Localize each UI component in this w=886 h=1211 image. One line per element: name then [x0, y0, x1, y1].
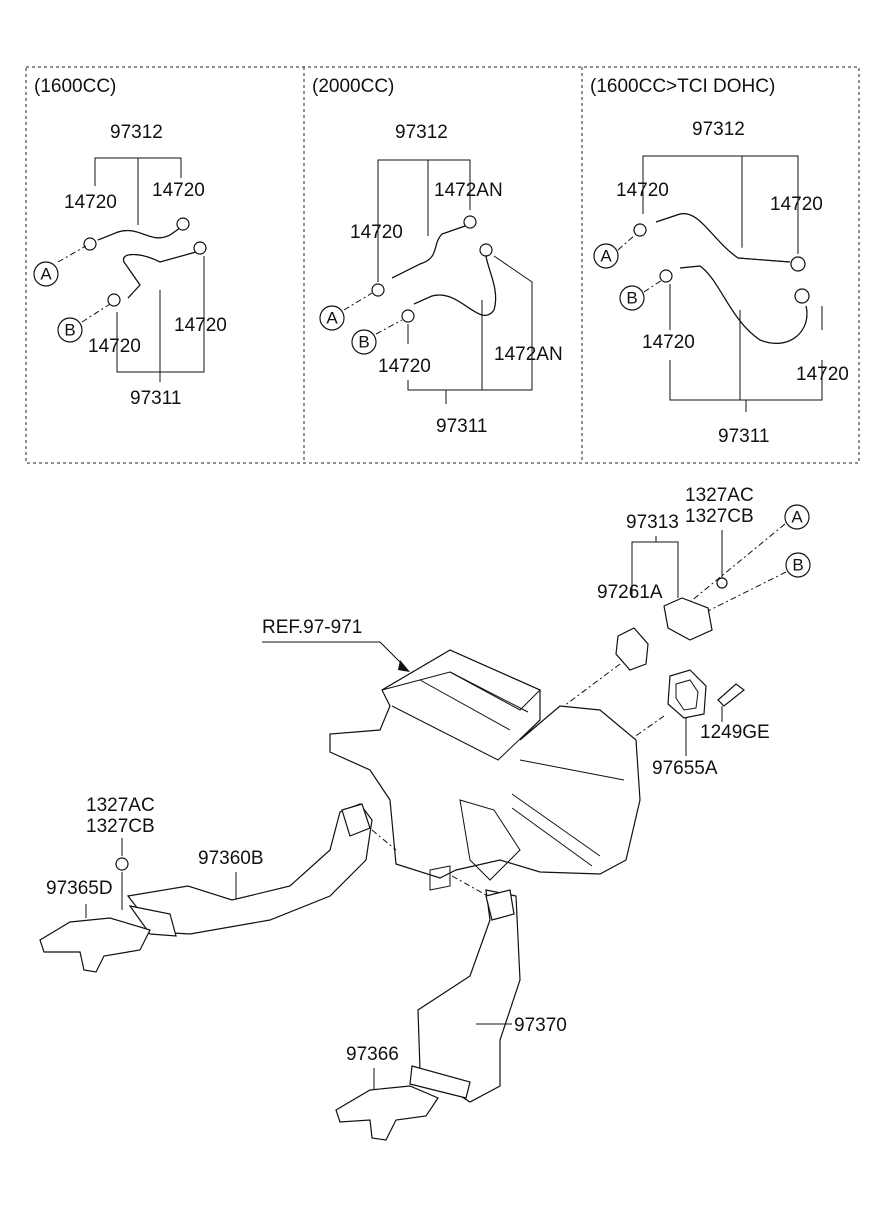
- clamp-icon: [83, 237, 97, 251]
- part-label-1327ac: 1327AC: [86, 795, 155, 816]
- part-label-14720: 14720: [350, 222, 403, 243]
- clamp-icon: [716, 577, 728, 589]
- clamp-icon: [463, 215, 477, 229]
- callout-a-letter: A: [40, 265, 52, 284]
- part-label-97311: 97311: [130, 388, 181, 409]
- ref-label: REF.97-971: [262, 617, 362, 638]
- part-label-97370: 97370: [514, 1015, 567, 1036]
- callout-a: [593, 243, 619, 269]
- part-label-14720: 14720: [174, 315, 227, 336]
- clamp-icon: [479, 243, 493, 257]
- panel-header: (2000CC): [312, 76, 394, 97]
- part-label-97360b: 97360B: [198, 848, 264, 869]
- duct-end-right-icon: [335, 1085, 439, 1141]
- callout-b-letter: B: [358, 333, 369, 352]
- part-label-97312: 97312: [692, 119, 745, 140]
- callout-b-letter: B: [64, 321, 75, 340]
- callout-b: [57, 317, 83, 343]
- part-label-1472an: 1472AN: [434, 180, 503, 201]
- clamp-icon: [176, 217, 190, 231]
- part-label-97655a: 97655A: [652, 758, 718, 779]
- part-label-14720: 14720: [770, 194, 823, 215]
- panel-2000cc: (2000CC) 97312 1472AN 14720 A B 1472AN 1…: [312, 76, 563, 437]
- clamp-icon: [371, 283, 385, 297]
- part-label-14720: 14720: [642, 332, 695, 353]
- part-label-97311: 97311: [718, 426, 769, 447]
- part-label-97261a: 97261A: [597, 582, 663, 603]
- grommet-icon: [667, 669, 707, 719]
- part-label-1327ac: 1327AC: [685, 485, 754, 506]
- panel-header: (1600CC>TCI DOHC): [590, 76, 775, 97]
- clamp-icon: [401, 309, 415, 323]
- nut-icon: [115, 857, 129, 871]
- callout-a: [319, 305, 345, 331]
- part-label-14720: 14720: [378, 356, 431, 377]
- part-label-97312: 97312: [395, 122, 448, 143]
- callout-b: [785, 552, 811, 578]
- callout-b-letter: B: [626, 289, 637, 308]
- panel-header: (1600CC): [34, 76, 116, 97]
- part-label-97313: 97313: [626, 512, 679, 533]
- part-label-14720: 14720: [64, 192, 117, 213]
- callout-a-letter: A: [600, 247, 612, 266]
- callout-b: [351, 329, 377, 355]
- duct-right-icon: [417, 889, 521, 1103]
- part-label-1327cb: 1327CB: [86, 816, 155, 837]
- gasket-icon: [615, 627, 649, 671]
- screw-icon: [717, 683, 745, 707]
- callout-b: [619, 285, 645, 311]
- main-assembly: 1327AC 1327CB 97313 A B 97261A REF.97-97…: [39, 485, 811, 1141]
- clamp-icon: [193, 241, 207, 255]
- clamp-icon: [794, 288, 810, 304]
- callout-a-letter: A: [791, 508, 803, 527]
- panel-frame: [25, 66, 860, 464]
- part-label-1249ge: 1249GE: [700, 722, 770, 743]
- clamp-icon: [107, 293, 121, 307]
- part-label-14720: 14720: [88, 336, 141, 357]
- part-label-97365d: 97365D: [46, 878, 113, 899]
- part-label-1472an: 1472AN: [494, 344, 563, 365]
- part-label-97311: 97311: [436, 416, 487, 437]
- pipe-flange-icon: [663, 597, 713, 641]
- part-label-97312: 97312: [110, 122, 163, 143]
- part-label-97366: 97366: [346, 1044, 399, 1065]
- part-label-14720: 14720: [616, 180, 669, 201]
- clamp-icon: [790, 256, 806, 272]
- panel-1600cc: (1600CC) 97312 14720 14720 A B 14720 147…: [33, 76, 227, 409]
- callout-a-letter: A: [326, 309, 338, 328]
- arrow-head-icon: [398, 660, 410, 672]
- clamp-icon: [659, 269, 673, 283]
- callout-a: [33, 261, 59, 287]
- panel-1600cc-tci-dohc: (1600CC>TCI DOHC) 97312 14720 14720 A B …: [590, 76, 849, 447]
- clamp-icon: [633, 223, 647, 237]
- part-label-14720: 14720: [152, 180, 205, 201]
- callout-a: [784, 504, 810, 530]
- duct-left-icon: [126, 803, 373, 935]
- duct-end-left-icon: [39, 917, 151, 973]
- callout-b-letter: B: [792, 556, 803, 575]
- part-label-1327cb: 1327CB: [685, 506, 754, 527]
